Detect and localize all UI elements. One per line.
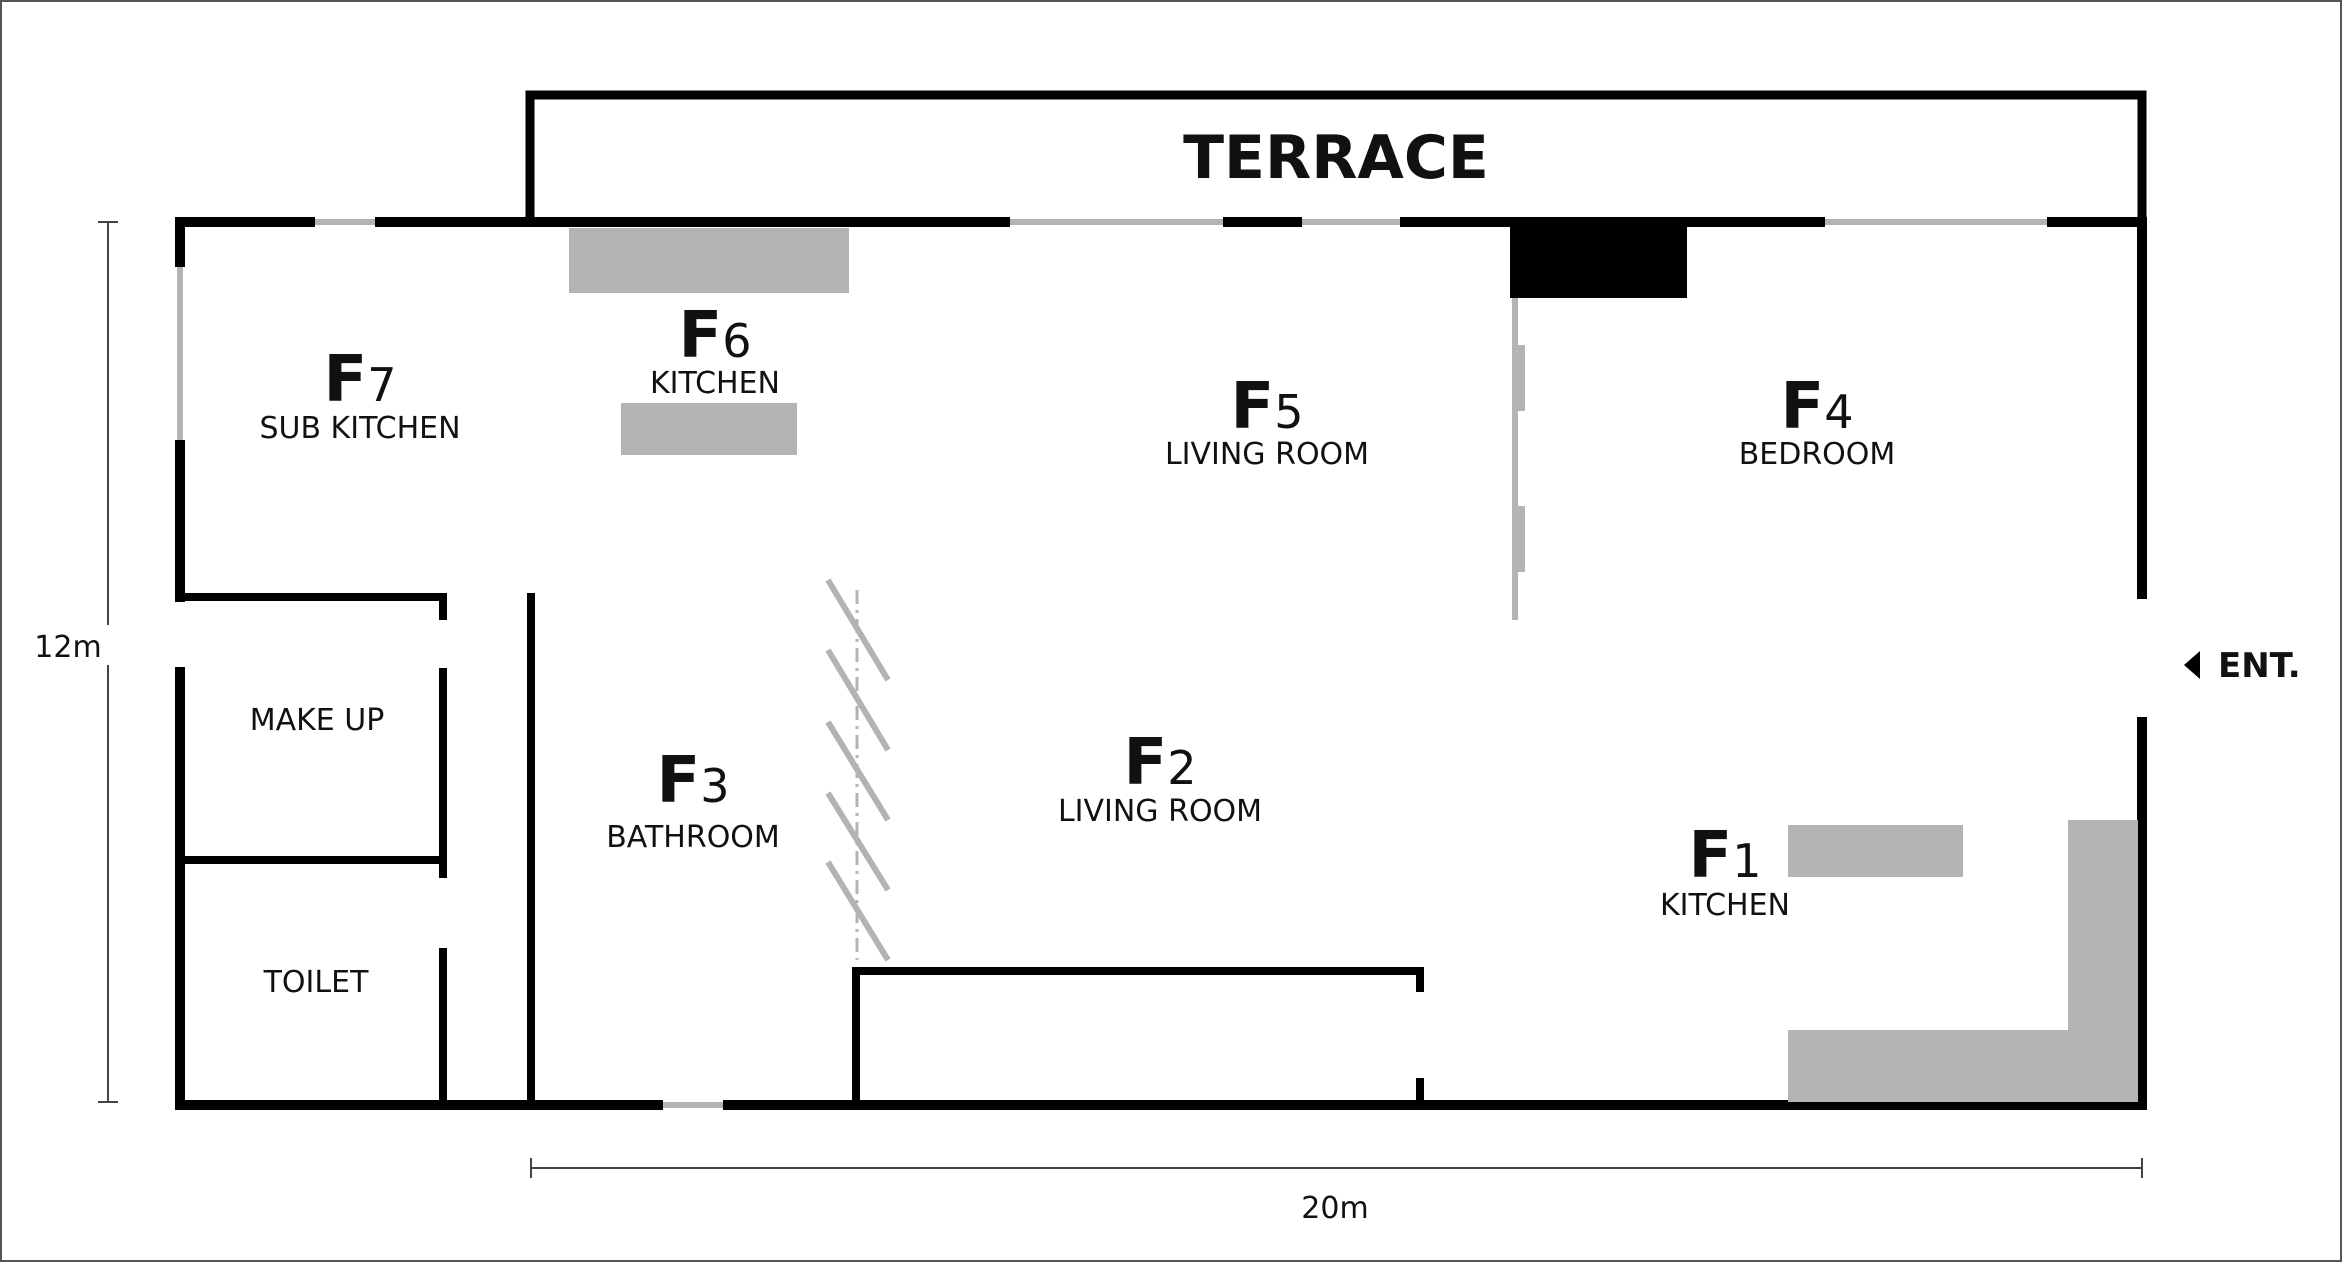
room-f7-label: SUB KITCHEN xyxy=(259,411,460,446)
room-f7-id: F7 xyxy=(324,343,397,417)
wall-bottom-left xyxy=(175,667,663,1110)
wall-top-left xyxy=(175,217,315,267)
interior-walls xyxy=(180,593,1424,1105)
room-f6-label: KITCHEN xyxy=(650,366,780,401)
room-f6-id: F6 xyxy=(679,299,752,373)
f1-counter-bottom xyxy=(1788,1030,2068,1102)
f6-kitchen-counter-top xyxy=(569,228,849,293)
wall-partition xyxy=(852,967,1424,1105)
angled-screen xyxy=(825,578,891,962)
walls xyxy=(175,217,2147,1110)
room-f4-label: BEDROOM xyxy=(1739,437,1896,472)
entrance-arrow-icon xyxy=(2184,651,2200,679)
bedroom-partition xyxy=(1512,298,1525,620)
room-f1-label: KITCHEN xyxy=(1660,888,1790,923)
room-f2-id: F2 xyxy=(1124,726,1197,800)
terrace-outline xyxy=(525,90,2147,222)
f6-kitchen-island xyxy=(621,403,797,455)
width-dimension-line xyxy=(530,1158,2143,1178)
room-f3-id: F3 xyxy=(657,744,730,818)
room-f1-id: F1 xyxy=(1689,819,1762,893)
room-f3-label: BATHROOM xyxy=(606,820,780,855)
makeup-label: MAKE UP xyxy=(250,703,385,738)
room-f2-label: LIVING ROOM xyxy=(1058,794,1262,829)
width-dimension-label: 20m xyxy=(1301,1191,1368,1226)
windows xyxy=(177,219,2052,1108)
height-dimension-label: 12m xyxy=(34,630,101,665)
f1-counter-right xyxy=(2068,820,2138,1102)
wall-top-right xyxy=(2047,217,2147,599)
fireplace xyxy=(1510,226,1687,298)
toilet-label: TOILET xyxy=(263,965,369,1000)
entrance-label: ENT. xyxy=(2218,646,2301,686)
room-f4-id: F4 xyxy=(1781,370,1854,444)
f1-kitchen-island xyxy=(1788,825,1963,877)
room-f5-id: F5 xyxy=(1231,370,1304,444)
wall-right-lower xyxy=(723,717,2147,1110)
room-f5-label: LIVING ROOM xyxy=(1165,437,1369,472)
furniture xyxy=(569,226,2138,1102)
terrace-label: TERRACE xyxy=(1183,123,1489,193)
